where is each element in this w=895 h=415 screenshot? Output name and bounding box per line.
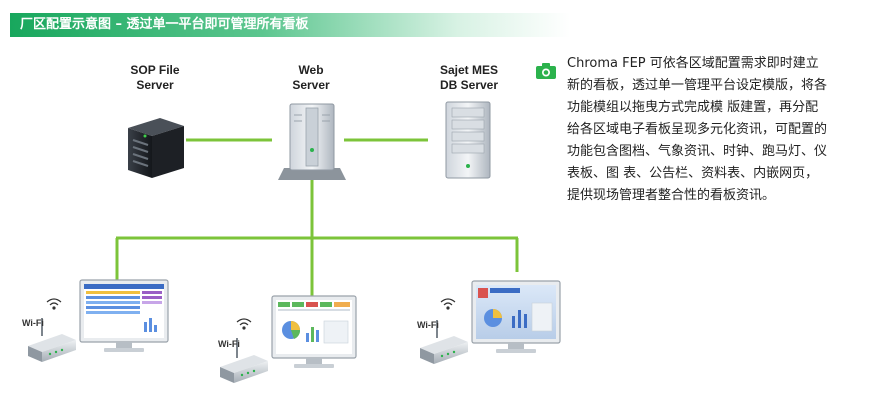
server-label-line: Sajet MES <box>439 63 499 77</box>
wifi-label: Wi-Fi <box>218 339 240 349</box>
server-label-sop: SOP File Server <box>95 63 215 93</box>
description-text: Chroma FEP 可依各区域配置需求即时建立新的看板，透过单一管理平台设定模… <box>567 56 828 203</box>
diagram-title-bar: 厂区配置示意图 – 透过单一平台即可管理所有看板 <box>10 13 570 37</box>
wifi-signal-icon <box>236 318 252 330</box>
wifi-signal-icon <box>46 298 62 310</box>
camera-icon <box>536 63 556 79</box>
server-label-web: Web Server <box>251 63 371 93</box>
wifi-router-icon <box>220 338 268 383</box>
server-icon <box>445 101 491 179</box>
server-label-line: SOP File <box>130 63 180 77</box>
server-label-line: Server <box>292 78 330 92</box>
monitor-icon <box>271 295 357 368</box>
server-icon <box>278 103 346 180</box>
wifi-label: Wi-Fi <box>22 318 44 328</box>
server-label-line: DB Server <box>439 78 499 92</box>
server-icon <box>128 118 184 178</box>
server-label-line: Server <box>136 78 174 92</box>
connection-lines <box>115 138 519 298</box>
server-label-line: Web <box>298 63 324 77</box>
diagram-title: 厂区配置示意图 – 透过单一平台即可管理所有看板 <box>20 17 309 32</box>
monitor-icon <box>471 280 561 353</box>
wifi-signal-icon <box>440 298 456 310</box>
wifi-router-icon <box>420 320 468 364</box>
server-label-mes: Sajet MES DB Server <box>409 63 529 93</box>
wifi-router-icon <box>28 318 76 362</box>
wifi-label: Wi-Fi <box>417 320 439 330</box>
monitor-icon <box>79 279 169 352</box>
